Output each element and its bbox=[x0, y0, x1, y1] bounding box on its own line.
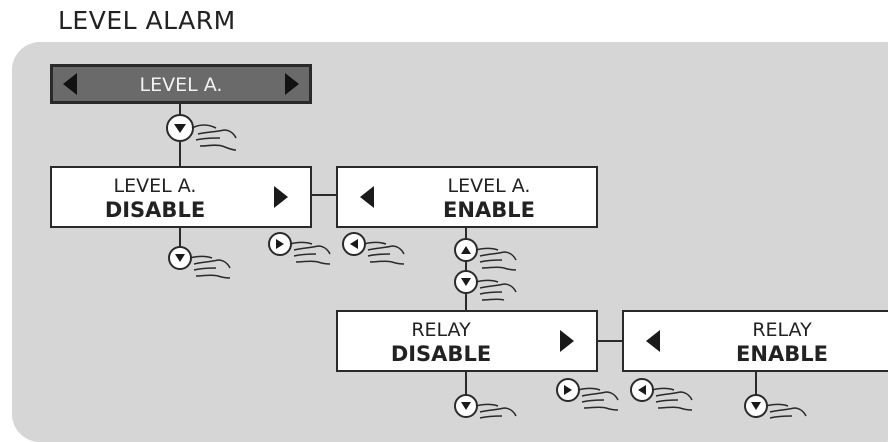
screen-level-a-enable: LEVEL A. ENABLE bbox=[336, 166, 598, 228]
pointing-hand-icon bbox=[577, 387, 619, 411]
screen-line2: DISABLE bbox=[104, 198, 206, 222]
left-button-icon[interactable] bbox=[342, 232, 366, 256]
pointing-hand-icon bbox=[475, 247, 517, 271]
background-panel bbox=[12, 42, 888, 442]
down-button-icon[interactable] bbox=[166, 114, 194, 142]
right-button-icon[interactable] bbox=[268, 232, 292, 256]
pointing-hand-icon bbox=[651, 387, 693, 411]
right-arrow-icon bbox=[560, 330, 574, 352]
down-button-icon[interactable] bbox=[168, 246, 192, 270]
screen-line1: LEVEL A. bbox=[447, 175, 531, 197]
screen-line1: RELAY bbox=[752, 319, 812, 341]
screen-line1: RELAY bbox=[411, 319, 471, 341]
right-arrow-icon bbox=[274, 186, 288, 208]
pointing-hand-icon bbox=[363, 241, 405, 265]
pointing-hand-icon bbox=[289, 241, 331, 265]
down-button-icon[interactable] bbox=[744, 394, 768, 418]
left-arrow-icon bbox=[646, 330, 660, 352]
diagram-title: LEVEL ALARM bbox=[58, 6, 236, 35]
screen-label: LEVEL A. bbox=[139, 74, 223, 96]
screen-line2: ENABLE bbox=[443, 198, 535, 222]
screen-line2: ENABLE bbox=[736, 342, 828, 366]
up-button-icon[interactable] bbox=[454, 238, 478, 262]
right-arrow-icon bbox=[285, 73, 299, 95]
pointing-hand-icon bbox=[475, 279, 517, 301]
pointing-hand-icon bbox=[191, 124, 237, 151]
pointing-hand-icon bbox=[475, 403, 517, 419]
screen-level-a-disable: LEVEL A. DISABLE bbox=[50, 166, 312, 228]
pointing-hand-icon bbox=[765, 403, 807, 419]
screen-relay-enable: RELAY ENABLE bbox=[622, 310, 888, 372]
left-arrow-icon bbox=[63, 73, 77, 95]
screen-line1: LEVEL A. bbox=[113, 175, 197, 197]
right-button-icon[interactable] bbox=[556, 378, 580, 402]
screen-relay-disable: RELAY DISABLE bbox=[336, 310, 598, 372]
left-arrow-icon bbox=[360, 186, 374, 208]
screen-level-a-header: LEVEL A. bbox=[50, 64, 312, 104]
pointing-hand-icon bbox=[189, 255, 231, 279]
screen-line2: DISABLE bbox=[390, 342, 492, 366]
